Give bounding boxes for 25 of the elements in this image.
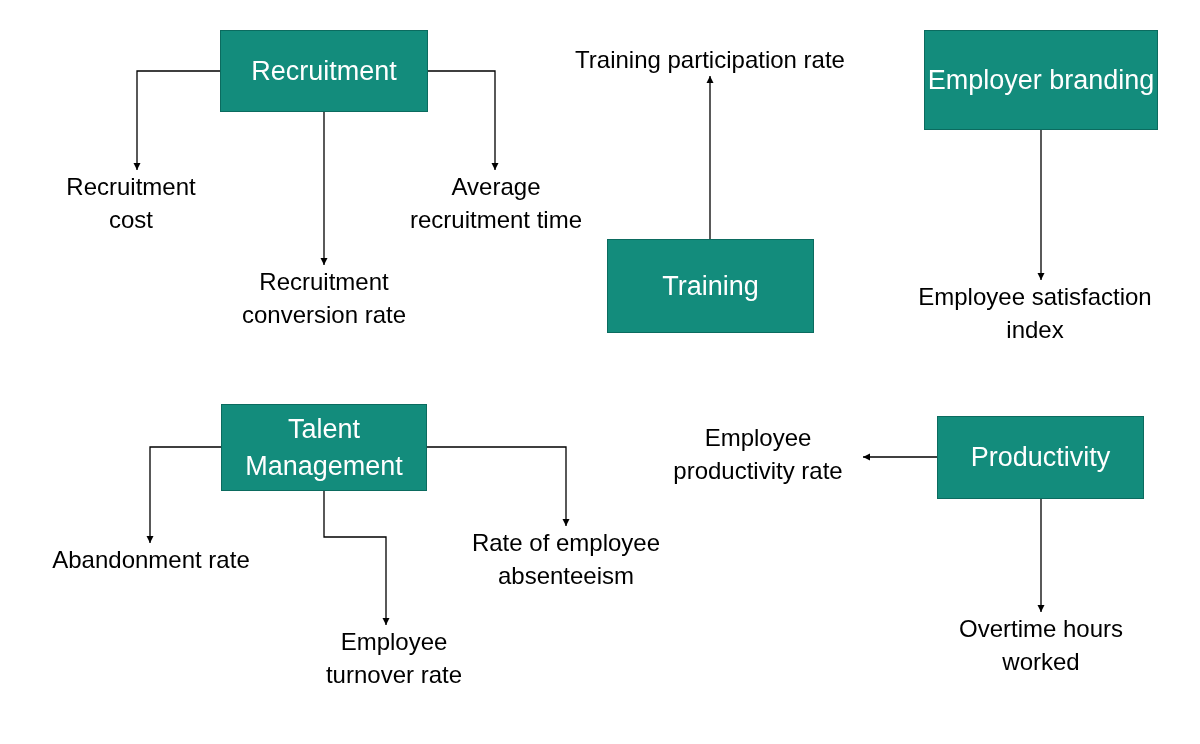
arrow bbox=[323, 490, 390, 626]
metric-label: Recruitment conversion rate bbox=[224, 265, 424, 331]
metric-label: Training participation rate bbox=[575, 43, 845, 76]
metric-label: Employee satisfaction index bbox=[900, 280, 1170, 346]
arrow bbox=[1037, 129, 1045, 281]
arrow bbox=[1037, 498, 1045, 613]
arrow bbox=[706, 75, 714, 240]
category-box: Employer branding bbox=[924, 30, 1158, 130]
metric-label: Recruitment cost bbox=[51, 170, 211, 236]
arrow bbox=[320, 111, 328, 266]
category-box: Training bbox=[607, 239, 814, 333]
arrow bbox=[133, 70, 221, 171]
metric-label: Abandonment rate bbox=[26, 543, 276, 576]
arrow bbox=[427, 70, 499, 171]
metric-label: Average recruitment time bbox=[391, 170, 601, 236]
arrow bbox=[862, 453, 938, 461]
metric-label: Overtime hours worked bbox=[936, 612, 1146, 678]
category-box: Recruitment bbox=[220, 30, 428, 112]
metric-label: Rate of employee absenteeism bbox=[451, 526, 681, 592]
arrow bbox=[426, 446, 570, 527]
category-box: Productivity bbox=[937, 416, 1144, 499]
metric-label: Employee productivity rate bbox=[653, 421, 863, 487]
category-box: Talent Management bbox=[221, 404, 427, 491]
arrow bbox=[146, 446, 222, 544]
metric-label: Employee turnover rate bbox=[304, 625, 484, 691]
